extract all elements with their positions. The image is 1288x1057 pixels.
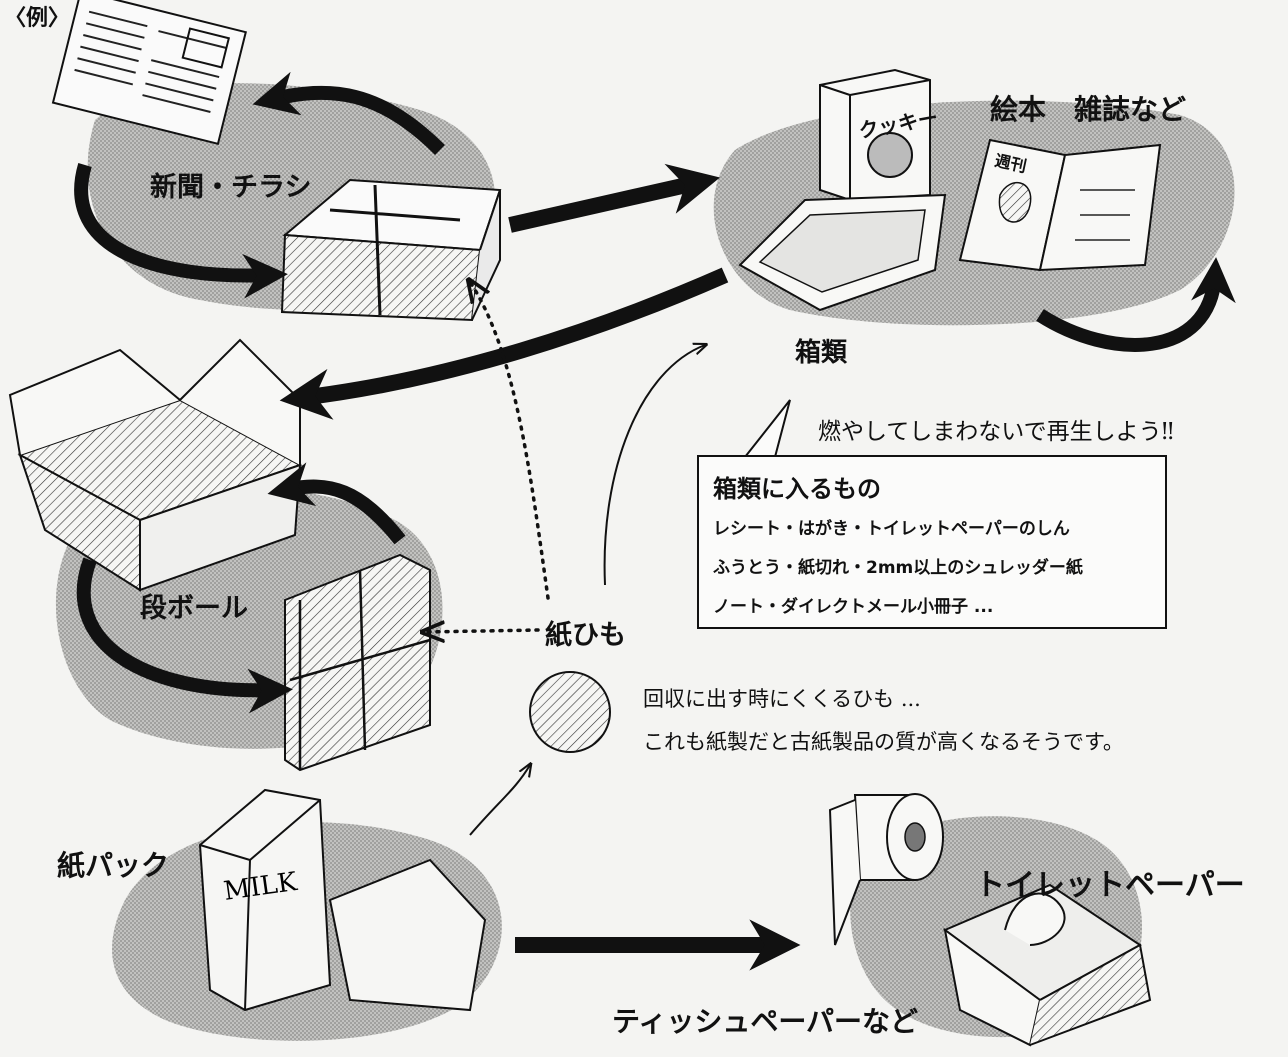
magazine-icon xyxy=(958,138,1162,272)
boxes-note-title: 箱類に入るもの xyxy=(713,475,881,503)
boxes-note-item: ノート・ダイレクトメール小冊子 ... xyxy=(713,597,994,617)
label-cardboard: 段ボール xyxy=(140,593,248,624)
boxes-note-headline: 燃やしてしまわないで再生しよう‼ xyxy=(818,419,1174,445)
arrow-books-to-cardboard xyxy=(279,267,729,420)
tissue-box-icon xyxy=(943,883,1152,1047)
open-box-icon xyxy=(738,193,947,312)
string-note-line: 回収に出す時にくくるひも ... xyxy=(643,687,921,711)
cardboard-bundle-icon xyxy=(284,553,431,772)
label-toilet-paper: トイレットペーパー xyxy=(975,868,1245,903)
milk-carton-icon: MILK xyxy=(198,788,487,1012)
arrow-flyer-loop-top xyxy=(252,71,445,155)
label-tissue-paper: ティッシュペーパーなど xyxy=(612,1005,919,1038)
label-books: 絵本 雑誌など xyxy=(990,93,1187,126)
boxes-note-box: 箱類に入るもの レシート・はがき・トイレットペーパーのしん ふうとう・紙切れ・2… xyxy=(697,455,1167,629)
string-note-line: これも紙製だと古紙製品の質が高くなるそうです。 xyxy=(643,730,1124,754)
dotted-string-to-cardboard xyxy=(425,630,540,632)
boxes-note-item: ふうとう・紙切れ・2mm以上のシュレッダー紙 xyxy=(713,558,1083,578)
cookie-box-icon xyxy=(819,68,931,202)
arrow-cardboard-loop-top xyxy=(267,462,406,545)
arrow-bundle-to-books xyxy=(508,163,720,233)
label-boxes: 箱類 xyxy=(795,338,848,368)
flyer-icon xyxy=(51,0,247,145)
arrow-flyer-loop-left xyxy=(74,163,288,299)
arrow-books-loop xyxy=(1036,257,1236,352)
arrow-cardboard-loop-left xyxy=(76,557,293,714)
example-mark: 〈例〉 xyxy=(4,6,71,31)
arrow-string-to-boxes xyxy=(603,345,705,586)
label-newspaper: 新聞・チラシ xyxy=(150,172,312,203)
toilet-paper-icon xyxy=(828,793,944,946)
label-string: 紙ひも xyxy=(545,620,626,651)
label-carton: 紙パック xyxy=(57,849,170,882)
arrow-carton-to-string xyxy=(469,765,530,836)
cardboard-box-icon xyxy=(8,338,303,592)
callout-pointer xyxy=(744,399,791,458)
string-ball-icon xyxy=(529,671,611,753)
boxes-note-item: レシート・はがき・トイレットペーパーのしん xyxy=(713,519,1070,539)
dotted-string-to-newspaper xyxy=(470,282,550,600)
